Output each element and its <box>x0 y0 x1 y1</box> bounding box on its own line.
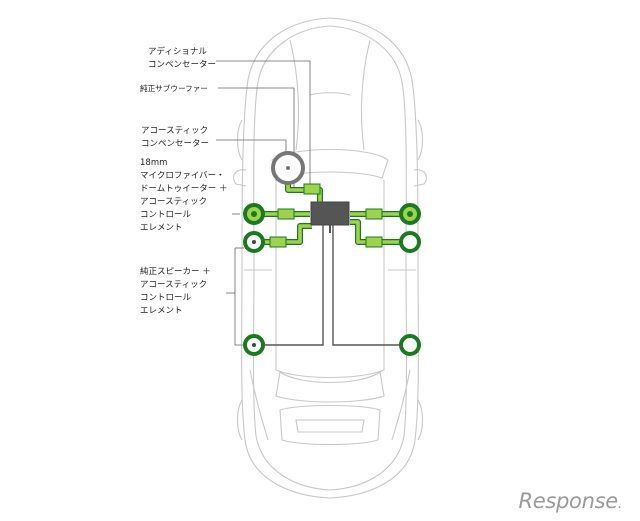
label-line: エレメント <box>140 223 183 233</box>
front-left-door-speaker <box>243 231 265 253</box>
label-line: コンペンセーター <box>148 60 217 70</box>
label-line: ドームトゥイーター ＋ <box>140 184 228 194</box>
label-line: マイクロファイバー・ <box>140 171 225 181</box>
label-line: コントロール <box>140 293 192 303</box>
label-line: コンペンセーター <box>141 139 210 149</box>
label-line: エレメント <box>140 306 183 316</box>
logo-dot: . <box>617 496 622 512</box>
label-tweeter-block: 18mm マイクロファイバー・ ドームトゥイーター ＋ アコースティック コント… <box>140 157 227 235</box>
label-stock-speaker-block: 純正スピーカー ＋ アコースティック コントロール エレメント <box>140 266 211 318</box>
label-line: アコースティック <box>141 126 209 136</box>
wiring <box>262 225 402 346</box>
label-line: 純正サブウーファー <box>140 84 208 93</box>
logo-text: Response <box>518 489 618 513</box>
response-logo: Response. <box>518 489 622 513</box>
label-additional-compensator: アディショナル コンペンセーター <box>148 46 216 72</box>
label-line: アコースティック <box>140 197 208 207</box>
label-acoustic-compensator: アコースティック コンペンセーター <box>141 125 209 151</box>
front-left-tweeter <box>243 203 265 225</box>
rear-right-speaker <box>399 334 421 356</box>
label-line: アコースティック <box>140 280 208 290</box>
amplifier-unit <box>310 201 350 226</box>
label-line: 純正スピーカー ＋ <box>140 267 211 277</box>
compensator-modules <box>269 183 383 248</box>
front-right-door-speaker <box>399 231 421 253</box>
car-outline <box>233 17 427 499</box>
label-line: アディショナル <box>148 47 207 57</box>
leader-lines <box>216 60 311 346</box>
subwoofer <box>271 151 305 185</box>
label-line: 18mm <box>140 158 168 168</box>
label-line: コントロール <box>140 210 192 220</box>
front-right-tweeter <box>399 203 421 225</box>
rear-left-speaker <box>243 334 265 356</box>
label-stock-subwoofer: 純正サブウーファー <box>140 82 208 95</box>
